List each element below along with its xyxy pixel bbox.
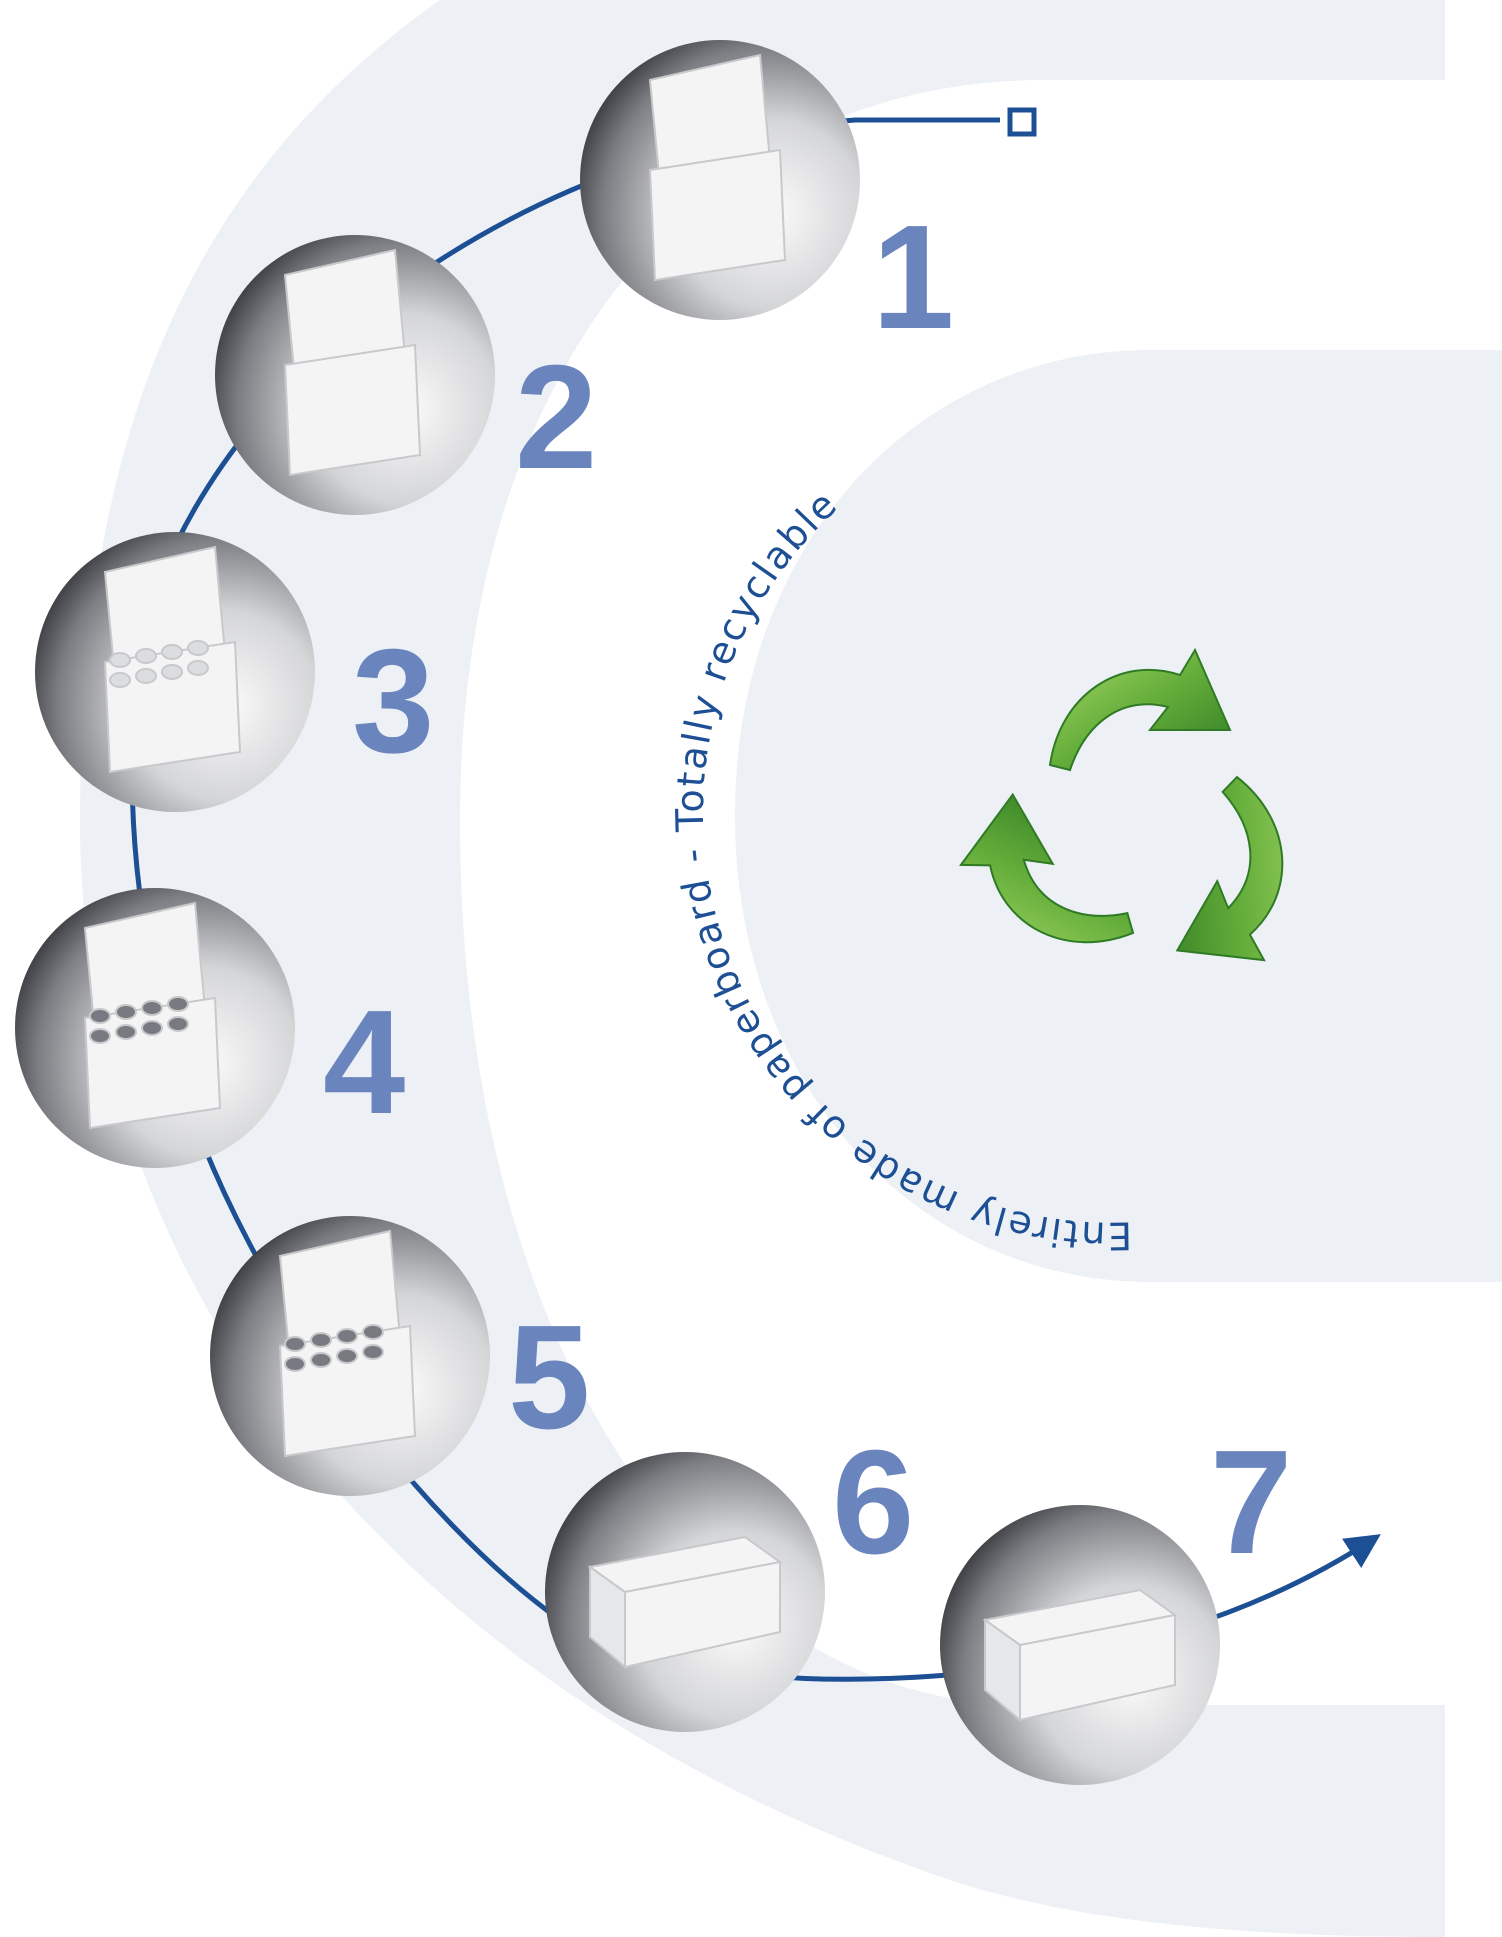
step-number-2: 2: [515, 335, 597, 500]
box-vials-full-icon: [278, 1229, 417, 1458]
step-1-sphere: [580, 40, 860, 320]
step-number-7: 7: [1210, 1420, 1292, 1585]
step-6-sphere: [545, 1452, 825, 1732]
recycle-icon: [958, 647, 1284, 962]
box-insert-icon: [103, 545, 242, 774]
box-erected-open-icon: [283, 248, 422, 477]
box-closing-icon: [587, 1535, 783, 1670]
step-number-5: 5: [508, 1295, 590, 1460]
step-3-sphere: [35, 532, 315, 812]
step-number-3: 3: [352, 619, 434, 784]
step-numbers: 1 2 3 4 5 6 7: [323, 195, 1292, 1585]
step-2-sphere: [215, 235, 495, 515]
step-7-sphere: [940, 1505, 1220, 1785]
step-number-1: 1: [872, 195, 954, 360]
box-flat-open-icon: [648, 53, 787, 282]
step-number-6: 6: [832, 1420, 914, 1585]
step-number-4: 4: [323, 980, 405, 1145]
step-5-sphere: [210, 1216, 490, 1496]
start-square-icon: [1007, 107, 1037, 137]
box-closed-icon: [982, 1588, 1178, 1723]
step-spheres: [15, 40, 1220, 1785]
recycle-panel: [735, 350, 1502, 1282]
step-4-sphere: [15, 888, 295, 1168]
box-vials-icon: [83, 901, 222, 1130]
